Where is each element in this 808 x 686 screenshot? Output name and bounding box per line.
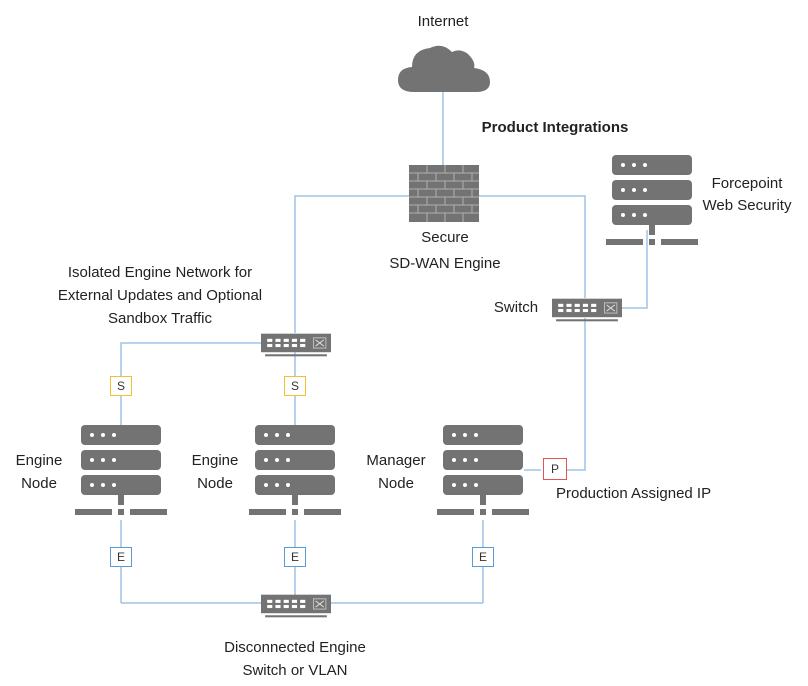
interface-marker-p: P <box>543 458 567 480</box>
wire-firewall-isolated-switch <box>294 195 410 333</box>
manager-node-label-line2: Node <box>378 475 414 492</box>
interface-marker-e3: E <box>472 547 494 567</box>
internet-label: Internet <box>417 13 469 30</box>
interface-marker-s2: S <box>284 376 306 396</box>
isolated-switch-icon[interactable] <box>261 333 331 357</box>
isolated-network-label-line1: Isolated Engine Network for <box>67 264 253 281</box>
wire-websecurity-switch <box>620 230 648 309</box>
wire-switch-p <box>567 318 586 471</box>
engine-node-1-label-line1: Engine <box>15 452 63 469</box>
engine-node-1-server-icon[interactable] <box>75 425 167 517</box>
disconnected-switch-label-line2: Switch or VLAN <box>242 662 348 679</box>
engine-node-2-server-icon[interactable] <box>249 425 341 517</box>
firewall-label-line2: SD-WAN Engine <box>389 255 501 272</box>
manager-node-server-icon[interactable] <box>437 425 529 517</box>
interface-marker-e2: E <box>284 547 306 567</box>
manager-node-label-line1: Manager <box>366 452 426 469</box>
cloud-icon <box>398 45 490 92</box>
wire-firewall-switch <box>477 195 586 298</box>
web-security-label-line2: Web Security <box>702 197 792 214</box>
engine-node-2-label-line2: Node <box>197 475 233 492</box>
firewall-label-line1: Secure <box>421 229 469 246</box>
engine-node-1-label-line2: Node <box>21 475 57 492</box>
interface-marker-s1: S <box>110 376 132 396</box>
disconnected-switch-label-line1: Disconnected Engine <box>224 639 366 656</box>
firewall-icon[interactable] <box>409 165 479 222</box>
engine-node-2-label-line1: Engine <box>191 452 239 469</box>
interface-marker-e1: E <box>110 547 132 567</box>
wire-isolated-node1 <box>120 342 262 425</box>
isolated-network-label-line2: External Updates and Optional <box>57 287 263 304</box>
web-security-label-line1: Forcepoint <box>711 175 783 192</box>
switch-label: Switch <box>493 299 539 316</box>
isolated-network-label-line3: Sandbox Traffic <box>108 310 212 327</box>
disconnected-switch-icon[interactable] <box>261 594 331 618</box>
network-switch-icon[interactable] <box>552 298 622 322</box>
production-assigned-ip-label: Production Assigned IP <box>556 485 712 502</box>
product-integrations-label: Product Integrations <box>481 119 629 136</box>
